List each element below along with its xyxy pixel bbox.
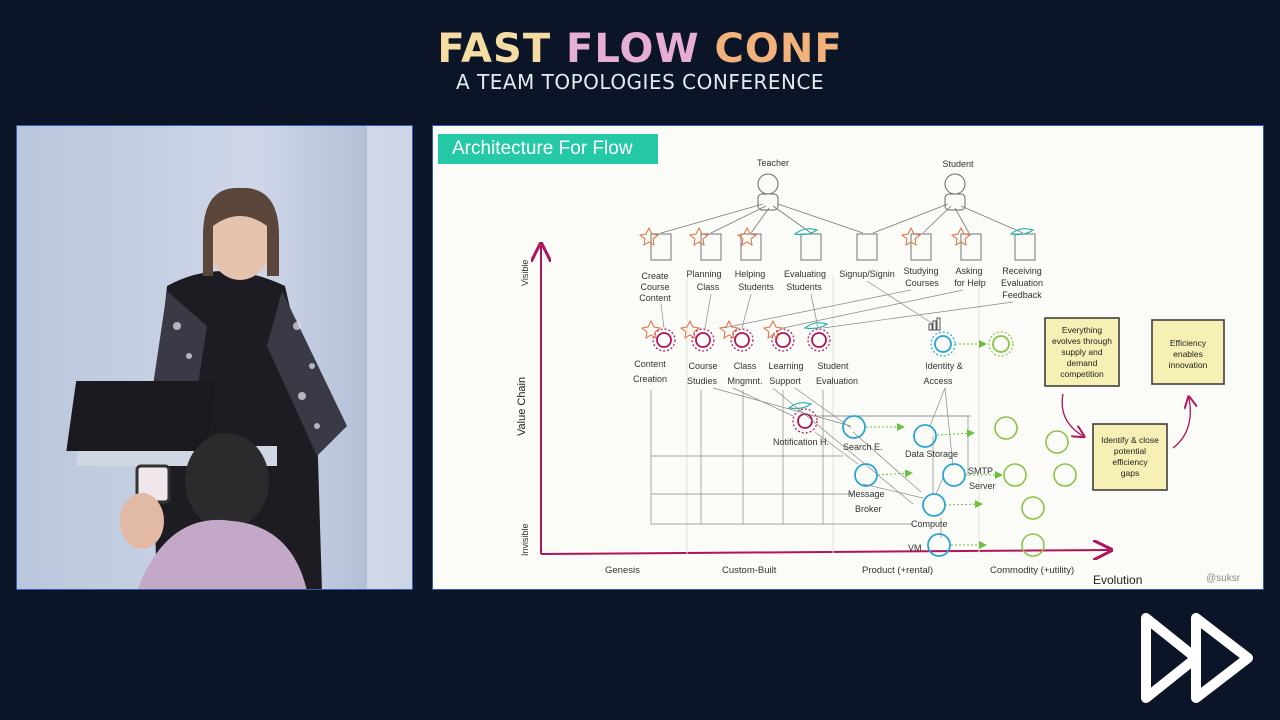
comp-smtp-1: SMTP [968, 466, 993, 476]
slide-credit: @suksr [1206, 573, 1241, 584]
slide-title: Architecture For Flow [438, 134, 658, 164]
wardley-map: Visible Value Chain Invisible Evolution … [516, 158, 1241, 587]
conference-subtitle: A TEAM TOPOLOGIES CONFERENCE [455, 70, 825, 94]
svg-text:enables: enables [1173, 349, 1203, 359]
comp-data-storage: Data Storage [905, 449, 958, 459]
title-conf: CONF [714, 26, 843, 72]
fast-flow-logo-icon [1141, 613, 1253, 703]
component-smtp [942, 463, 966, 487]
actor-teacher: Teacher [757, 158, 789, 211]
y-axis-top-label: Visible [520, 260, 530, 286]
actor-student: Student [942, 159, 974, 211]
cap-class-mngmnt-2: Mngmnt. [727, 376, 762, 386]
cap-course-studies-2: Studies [687, 376, 718, 386]
comp-vm: VM [908, 543, 922, 553]
note-efficiency: Efficiency enables innovation [1151, 319, 1225, 385]
need-receiving-feedback-2: Evaluation [1001, 278, 1043, 288]
x-axis-label: Evolution [1093, 573, 1142, 587]
speaker-video [16, 125, 413, 590]
y-axis-label: Value Chain [516, 377, 528, 436]
svg-text:Everything: Everything [1062, 325, 1102, 335]
actor-teacher-label: Teacher [757, 158, 789, 168]
svg-text:Identify & close: Identify & close [1101, 435, 1159, 445]
cap-learning-support-2: Support [769, 376, 801, 386]
need-planning-class-2: Class [697, 282, 720, 292]
cap-content-creation-2: Creation [633, 374, 667, 384]
stage-commodity: Commodity (+utility) [990, 565, 1074, 576]
need-signup-signin: Signup/Signin [839, 269, 895, 279]
need-create-course-content-2: Course [640, 282, 669, 292]
title-fast: FAST [437, 26, 552, 72]
cap-student-evaluation-1: Student [817, 361, 849, 371]
comp-message-broker-2: Broker [855, 504, 882, 514]
need-asking-for-help-1: Asking [955, 266, 982, 276]
title-flow: FLOW [566, 26, 700, 72]
comp-smtp-2: Server [969, 481, 996, 491]
component-search [842, 415, 866, 439]
need-asking-for-help-2: for Help [954, 278, 986, 288]
component-message-broker [854, 463, 878, 487]
need-helping-students-1: Helping [735, 269, 766, 279]
cap-identity-access-2: Access [923, 376, 953, 386]
component-compute [922, 493, 946, 517]
stage-custom-built: Custom-Built [722, 565, 777, 576]
svg-text:efficiency: efficiency [1112, 457, 1148, 467]
svg-text:innovation: innovation [1169, 360, 1208, 370]
cap-content-creation-1: Content [634, 359, 666, 369]
note-evolution: Everything evolves through supply and de… [1044, 317, 1120, 387]
x-axis [540, 550, 1109, 554]
stage-genesis: Genesis [605, 565, 640, 576]
svg-text:Efficiency: Efficiency [1170, 338, 1207, 348]
component-data-storage [913, 424, 937, 448]
note-efficiency-gaps: Identify & close potential efficiency ga… [1092, 423, 1168, 491]
comp-compute: Compute [911, 519, 948, 529]
cap-identity-access-1: Identity & [925, 361, 963, 371]
cap-class-mngmnt-1: Class [734, 361, 757, 371]
svg-text:competition: competition [1060, 369, 1104, 379]
conference-title: FAST FLOW CONF [0, 26, 1280, 72]
need-helping-students-2: Students [738, 282, 774, 292]
presentation-slide: Architecture For Flow Visible Value Chai… [432, 125, 1264, 590]
component-vm [927, 533, 951, 557]
svg-text:potential: potential [1114, 446, 1146, 456]
need-evaluating-students-2: Students [786, 282, 822, 292]
need-receiving-feedback-1: Receiving [1002, 266, 1042, 276]
svg-text:evolves through: evolves through [1052, 336, 1112, 346]
need-studying-courses-1: Studying [903, 266, 938, 276]
comp-notification: Notification H. [773, 437, 829, 447]
need-studying-courses-2: Courses [905, 278, 939, 288]
svg-text:supply and: supply and [1061, 347, 1102, 357]
svg-text:gaps: gaps [1121, 468, 1139, 478]
need-create-course-content-3: Content [639, 293, 671, 303]
stage-product: Product (+rental) [862, 565, 933, 576]
cap-student-evaluation-2: Evaluation [816, 376, 858, 386]
need-receiving-feedback-3: Feedback [1002, 290, 1042, 300]
need-evaluating-students-1: Evaluating [784, 269, 826, 279]
comp-search: Search E. [843, 442, 883, 452]
need-planning-class-1: Planning [686, 269, 721, 279]
svg-text:demand: demand [1067, 358, 1098, 368]
cap-course-studies-1: Course [688, 361, 717, 371]
cap-learning-support-1: Learning [768, 361, 803, 371]
comp-message-broker-1: Message [848, 489, 885, 499]
need-create-course-content-1: Create [641, 271, 668, 281]
speaker-scene [17, 126, 412, 589]
actor-student-label: Student [942, 159, 974, 169]
y-axis-bottom-label: Invisible [520, 523, 530, 556]
